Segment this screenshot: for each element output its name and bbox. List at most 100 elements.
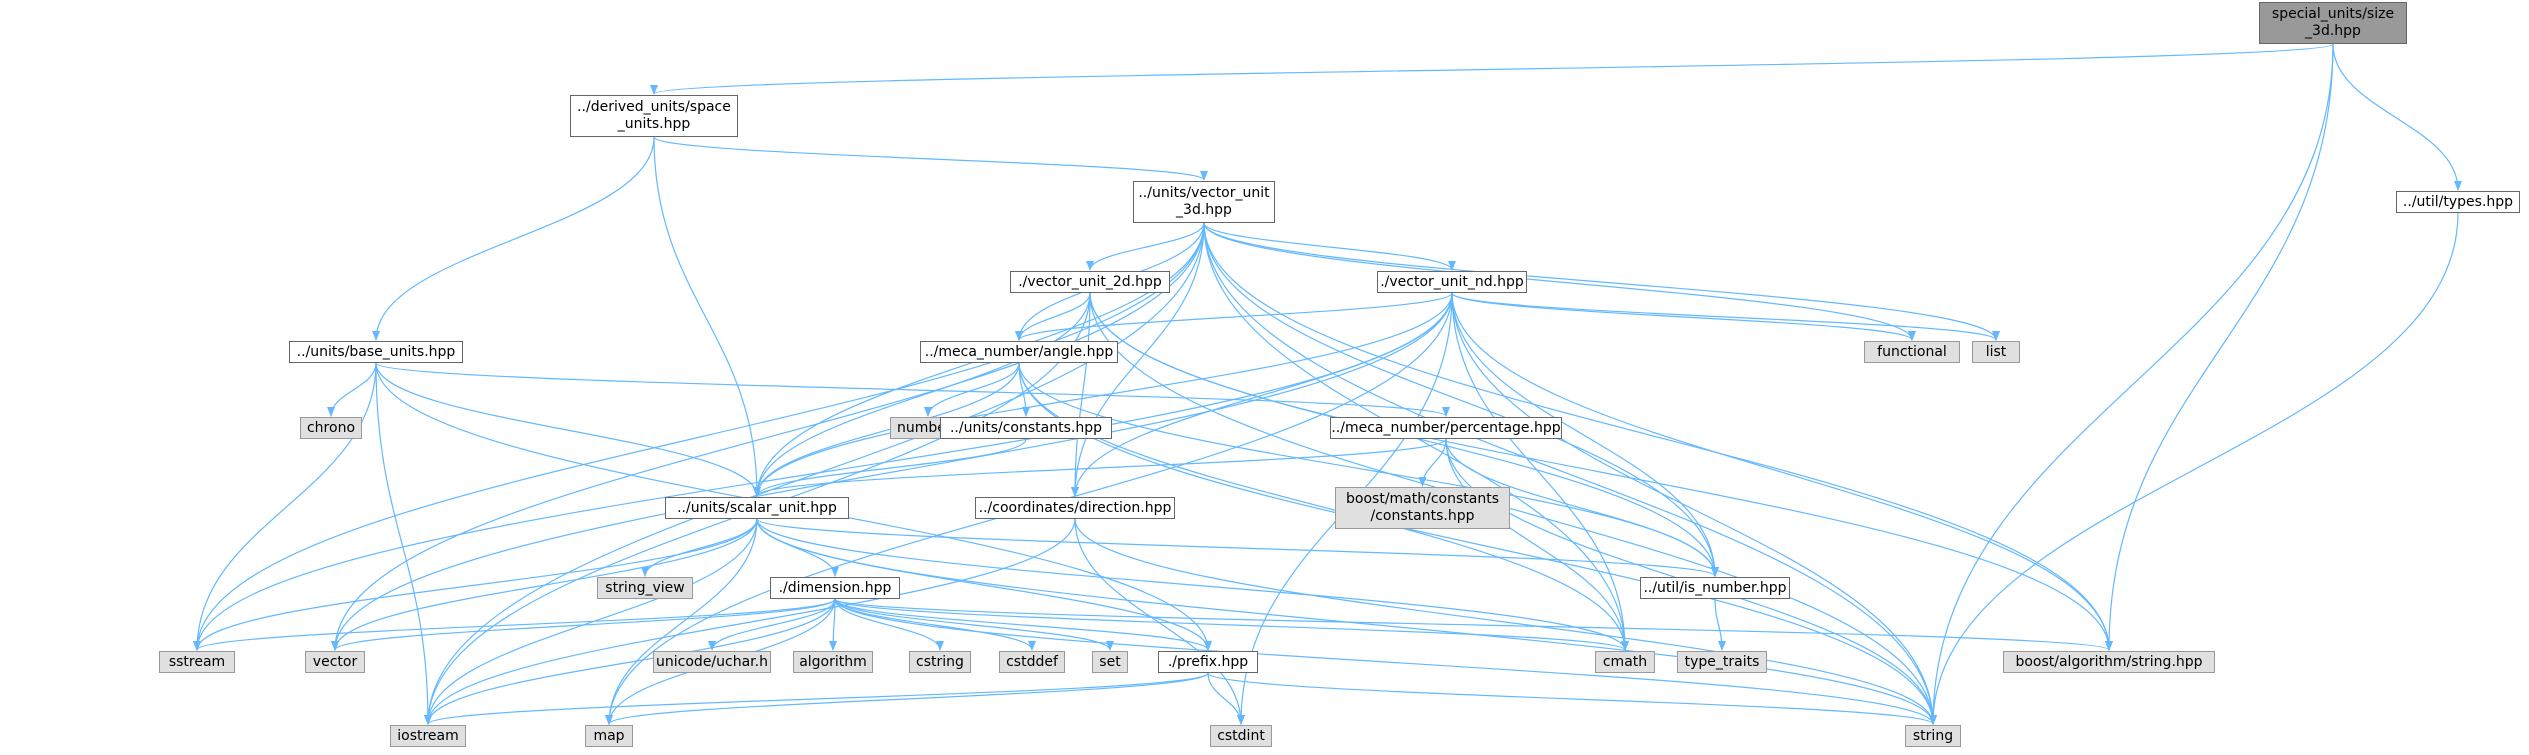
edge-constants-to-scalar-unit <box>753 438 1027 497</box>
edge-scalar-unit-to-vector <box>331 518 758 651</box>
edge-vector-unit-3d-to-vector-unit-2d <box>1086 222 1205 271</box>
node-functional: functional <box>1864 341 1960 363</box>
node-sstream: sstream <box>159 651 235 673</box>
edge-dimension-to-string <box>834 598 1937 725</box>
edge-scalar-unit-to-string-view <box>641 518 758 577</box>
node-cstring: cstring <box>909 651 971 673</box>
edge-angle-to-scalar-unit <box>753 362 1020 497</box>
edge-vector-unit-3d-to-sstream <box>193 222 1205 651</box>
edge-vector-unit-nd-to-string <box>1451 292 1937 725</box>
edge-prefix-to-iostream <box>424 672 1209 725</box>
edge-angle-to-numbers <box>924 362 1020 417</box>
edge-vector-unit-nd-to-vector <box>331 292 1453 651</box>
edge-vector-unit-3d-to-vector <box>331 222 1205 651</box>
edge-vector-unit-3d-to-is-number <box>1203 222 1719 577</box>
edge-percentage-to-scalar-unit <box>753 438 1447 497</box>
edge-dimension-to-prefix <box>834 598 1212 651</box>
node-boost-string: boost/algorithm/string.hpp <box>2003 651 2215 673</box>
edge-base-units-to-sstream <box>193 362 377 651</box>
edge-vector-unit-3d-to-direction <box>1071 222 1205 497</box>
node-base-units[interactable]: ../units/base_units.hpp <box>289 341 463 363</box>
node-angle[interactable]: ../meca_number/angle.hpp <box>920 341 1118 363</box>
edge-vector-unit-3d-to-functional <box>1203 222 1916 341</box>
edge-vector-unit-nd-to-is-number <box>1451 292 1719 577</box>
node-string-view: string_view <box>597 577 693 599</box>
edge-base-units-to-percentage <box>375 362 1450 417</box>
edge-percentage-to-is-number <box>1445 438 1719 577</box>
edge-scalar-unit-to-map <box>605 518 758 725</box>
edge-dimension-to-cstring <box>834 598 944 651</box>
edge-dimension-to-sstream <box>193 598 836 651</box>
node-list: list <box>1972 341 2020 363</box>
edge-base-units-to-scalar-unit <box>375 362 761 497</box>
edge-vector-unit-3d-to-string <box>1203 222 1937 725</box>
node-cstdint: cstdint <box>1210 725 1272 747</box>
edge-space-units-to-scalar-unit <box>653 136 761 497</box>
edge-types-to-string <box>1929 212 2459 725</box>
edge-dimension-to-boost-string <box>834 598 2113 651</box>
edge-dimension-to-set <box>834 598 1114 651</box>
node-dimension[interactable]: ./dimension.hpp <box>770 577 900 599</box>
edge-angle-to-cmath <box>1018 362 1629 651</box>
node-percentage[interactable]: ../meca_number/percentage.hpp <box>1330 417 1562 439</box>
edge-base-units-to-iostream <box>375 362 432 725</box>
node-space-units[interactable]: ../derived_units/space _units.hpp <box>570 95 738 137</box>
node-set: set <box>1092 651 1128 673</box>
edge-size-3d-to-boost-string <box>2105 43 2334 651</box>
node-map: map <box>585 725 633 747</box>
edge-dimension-to-algorithm <box>829 598 838 651</box>
edge-vector-unit-nd-to-boost-string <box>1451 292 2113 651</box>
node-cmath: cmath <box>1595 651 1655 673</box>
node-scalar-unit[interactable]: ../units/scalar_unit.hpp <box>665 497 849 519</box>
edge-scalar-unit-to-sstream <box>193 518 758 651</box>
edge-vector-unit-2d-to-angle <box>1015 292 1091 341</box>
edge-dimension-to-vector <box>331 598 836 651</box>
node-vector-unit-nd[interactable]: ./vector_unit_nd.hpp <box>1377 271 1527 293</box>
dependency-edges <box>193 43 2462 725</box>
node-constants[interactable]: ../units/constants.hpp <box>940 417 1112 439</box>
edge-space-units-to-vector-unit-3d <box>653 136 1208 181</box>
node-string: string <box>1905 725 1961 747</box>
edge-is-number-to-type-traits <box>1714 598 1726 651</box>
edge-percentage-to-boost-constants <box>1418 438 1447 487</box>
edge-prefix-to-map <box>605 672 1209 725</box>
edge-vector-unit-nd-to-sstream <box>193 292 1453 651</box>
edge-scalar-unit-to-is-number <box>756 518 1719 577</box>
edge-vector-unit-3d-to-vector-unit-nd <box>1203 222 1456 271</box>
edge-vector-unit-3d-to-iostream <box>424 222 1205 725</box>
node-vector-unit-3d[interactable]: ../units/vector_unit _3d.hpp <box>1133 181 1275 223</box>
edge-base-units-to-chrono <box>327 362 377 417</box>
edge-size-3d-to-string <box>1929 43 2334 725</box>
node-size-3d[interactable]: special_units/size _3d.hpp <box>2259 2 2407 44</box>
edge-vector-unit-nd-to-cmath <box>1451 292 1629 651</box>
edge-dimension-to-uchar <box>708 598 836 651</box>
node-uchar: unicode/uchar.h <box>653 651 771 673</box>
node-chrono: chrono <box>300 417 362 439</box>
edge-prefix-to-cstdint <box>1207 672 1245 725</box>
edge-size-3d-to-space-units <box>650 43 2334 95</box>
edge-vector-unit-nd-to-angle <box>1015 292 1453 341</box>
node-algorithm: algorithm <box>793 651 873 673</box>
node-is-number[interactable]: ../util/is_number.hpp <box>1640 577 1790 599</box>
node-boost-constants: boost/math/constants /constants.hpp <box>1335 487 1510 529</box>
node-type-traits: type_traits <box>1677 651 1767 673</box>
node-vector: vector <box>305 651 365 673</box>
edge-vector-unit-3d-to-boost-string <box>1203 222 2113 651</box>
edge-vector-unit-3d-to-list <box>1203 222 2000 341</box>
edge-prefix-to-string <box>1207 672 1937 725</box>
edge-direction-to-cstdint <box>1074 518 1245 725</box>
edge-percentage-to-cmath <box>1445 438 1629 651</box>
edge-vector-unit-nd-to-functional <box>1451 292 1916 341</box>
node-types[interactable]: ../util/types.hpp <box>2396 191 2520 213</box>
edge-vector-unit-2d-to-boost-string <box>1089 292 2113 651</box>
node-vector-unit-2d[interactable]: ./vector_unit_2d.hpp <box>1010 271 1170 293</box>
edge-dimension-to-iostream <box>424 598 836 725</box>
edge-direction-to-string <box>1074 518 1937 725</box>
edge-vector-unit-nd-to-list <box>1451 292 2000 341</box>
edge-dimension-to-cmath <box>834 598 1629 651</box>
edge-vector-unit-2d-to-string <box>1089 292 1937 725</box>
node-direction[interactable]: ../coordinates/direction.hpp <box>975 497 1175 519</box>
node-cstddef: cstddef <box>999 651 1065 673</box>
node-prefix[interactable]: ./prefix.hpp <box>1158 651 1258 673</box>
edge-size-3d-to-types <box>2332 43 2462 191</box>
